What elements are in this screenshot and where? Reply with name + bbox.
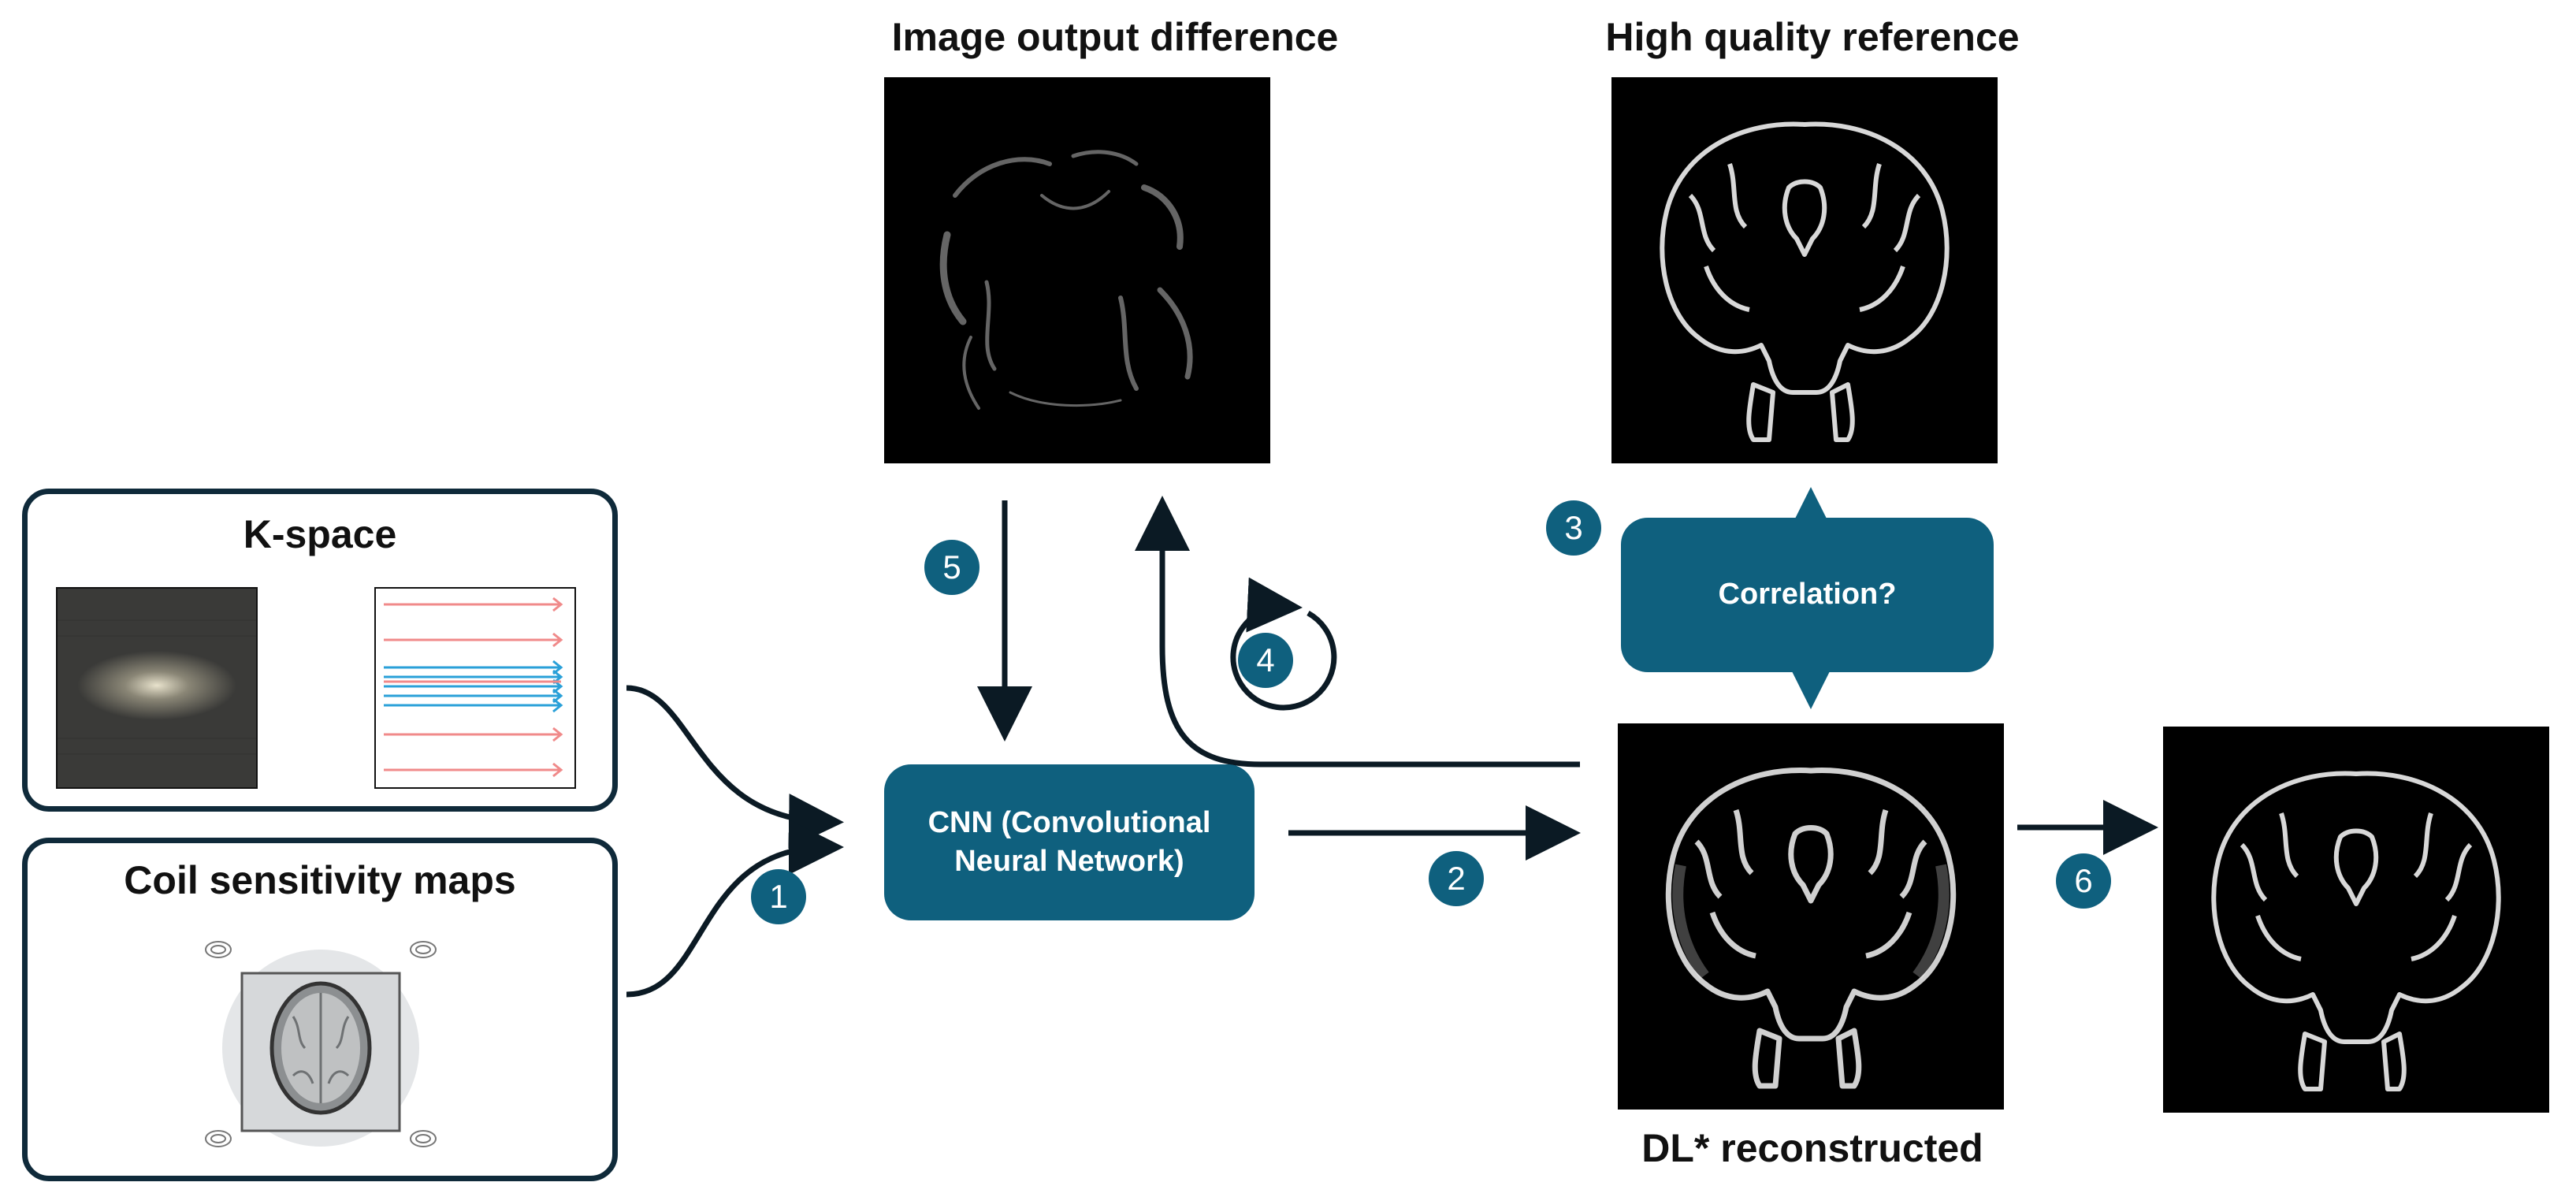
correlation-box: Correlation? bbox=[1621, 518, 1994, 672]
step-2-badge: 2 bbox=[1429, 851, 1484, 906]
step-1-badge: 1 bbox=[751, 869, 806, 924]
difference-title: Image output difference bbox=[891, 15, 1339, 59]
final-output-image bbox=[2163, 727, 2549, 1113]
reference-title: High quality reference bbox=[1605, 15, 2020, 59]
kspace-image bbox=[56, 587, 258, 789]
step-5-badge: 5 bbox=[924, 540, 979, 595]
cnn-box: CNN (Convolutional Neural Network) bbox=[884, 764, 1255, 920]
reconstructed-title: DL* reconstructed bbox=[1641, 1126, 1983, 1170]
coil-title: Coil sensitivity maps bbox=[124, 858, 516, 902]
reconstructed-to-difference-arrow bbox=[1135, 496, 1580, 768]
coil-maps-illustration bbox=[203, 930, 439, 1158]
step-3-badge: 3 bbox=[1546, 500, 1601, 556]
coil-panel: Coil sensitivity maps bbox=[22, 838, 618, 1181]
kspace-panel: K-space bbox=[22, 489, 618, 812]
step-6-badge: 6 bbox=[2056, 853, 2111, 909]
reference-image bbox=[1611, 77, 1998, 463]
reconstructed-image bbox=[1618, 723, 2004, 1110]
iteration-cycle-icon bbox=[1230, 577, 1337, 711]
coil-to-cnn-arrow bbox=[626, 820, 844, 998]
step-4-badge: 4 bbox=[1238, 633, 1293, 688]
kspace-to-cnn-arrow bbox=[626, 685, 844, 849]
kspace-title: K-space bbox=[243, 512, 397, 556]
difference-image bbox=[884, 77, 1270, 463]
sampling-pattern bbox=[374, 587, 576, 789]
